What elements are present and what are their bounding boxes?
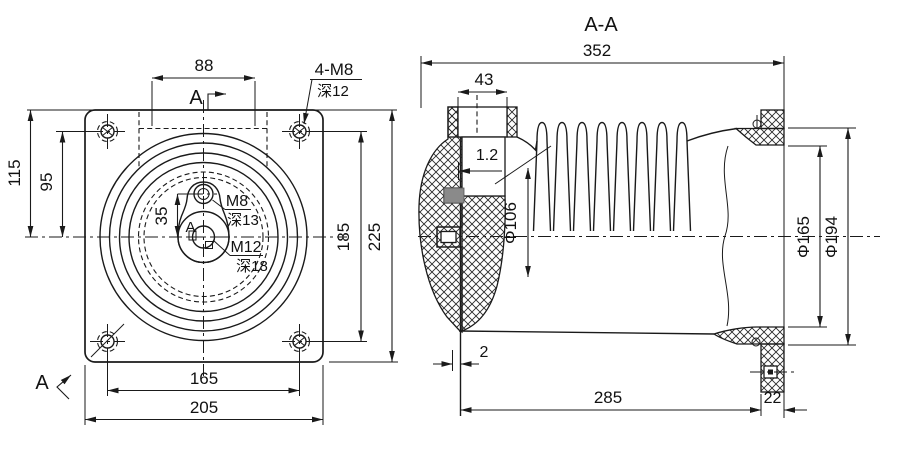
dim-95: 95: [37, 131, 97, 237]
svg-text:A: A: [189, 87, 203, 109]
svg-text:115: 115: [5, 159, 24, 186]
svg-text:A: A: [35, 372, 49, 394]
dim-2: 2: [433, 344, 489, 371]
svg-text:Φ165: Φ165: [794, 216, 813, 258]
boss-wall-right: [506, 106, 518, 138]
m12-callout: M12 深18: [212, 239, 268, 275]
svg-text:1.2: 1.2: [476, 147, 498, 164]
svg-text:2: 2: [480, 344, 489, 361]
dim-106: Φ106: [494, 145, 552, 277]
svg-text:M12: M12: [230, 239, 261, 256]
svg-text:深18: 深18: [236, 258, 268, 275]
concentric-rings: [99, 132, 308, 342]
socket-opening: [457, 106, 508, 138]
corner-hole-top-left: [90, 114, 125, 149]
dim-165: 165: [107, 350, 300, 396]
section-title: A-A: [584, 14, 618, 36]
dim-185: 185: [309, 131, 367, 342]
dim-225: 225: [365, 110, 395, 362]
svg-text:M8: M8: [226, 193, 248, 210]
section-marker-top: A: [189, 87, 226, 110]
corner-hole-callout: 4-M8 深12: [303, 60, 362, 125]
svg-text:205: 205: [190, 398, 218, 417]
svg-text:深12: 深12: [317, 83, 349, 100]
cam-boss: [177, 181, 230, 264]
dim-35: 35: [152, 193, 198, 237]
dim-285: 285: [460, 388, 762, 416]
bottom-envelope: [458, 330, 715, 335]
svg-text:Φ106: Φ106: [501, 202, 520, 244]
svg-text:4-M8: 4-M8: [315, 60, 354, 79]
svg-text:285: 285: [594, 388, 622, 407]
dim-165-dia: Φ165: [788, 145, 827, 328]
right-flange-bottom: [712, 326, 785, 345]
svg-text:88: 88: [195, 56, 214, 75]
m12-center-hole: [186, 220, 221, 254]
front-view: A 88 A: [5, 56, 398, 425]
right-flange-top-tab: [760, 109, 785, 130]
hidden-boss-outline: [138, 112, 268, 168]
section-marker-bottom: A: [35, 372, 72, 400]
section-view: A-A 352 43: [418, 14, 880, 418]
svg-text:35: 35: [152, 207, 171, 226]
barrel-surface: [721, 145, 730, 327]
dim-194-dia: Φ194: [788, 127, 856, 346]
datum-label: A: [185, 219, 195, 236]
socket-cavity: [461, 136, 506, 197]
right-flange-top: [734, 127, 785, 146]
m8-callout: M8 深13: [212, 193, 259, 229]
dim-43: 43: [457, 70, 508, 109]
svg-text:深13: 深13: [227, 212, 259, 229]
seal-ring: [443, 187, 465, 204]
svg-text:225: 225: [365, 223, 384, 251]
shed-fins: [516, 121, 738, 232]
svg-text:165: 165: [190, 369, 218, 388]
dim-352: 352: [420, 41, 784, 108]
dim-22: 22: [737, 390, 807, 413]
svg-text:95: 95: [37, 173, 56, 192]
svg-text:43: 43: [475, 70, 494, 89]
svg-text:352: 352: [583, 41, 611, 60]
boss-wall-left: [447, 106, 459, 138]
left-flange-nose: [461, 195, 506, 332]
svg-text:22: 22: [764, 390, 782, 407]
dim-205: 205: [84, 365, 324, 425]
svg-text:185: 185: [334, 223, 353, 251]
dim-88: 88: [151, 56, 256, 126]
mounting-plate: [84, 109, 324, 363]
svg-text:Φ194: Φ194: [822, 216, 841, 258]
left-flange-section: [418, 106, 463, 334]
dim-115: 115: [5, 110, 34, 237]
flange-bolt-hole-bottom: [751, 337, 761, 347]
dim-1-2: 1.2: [458, 147, 502, 180]
